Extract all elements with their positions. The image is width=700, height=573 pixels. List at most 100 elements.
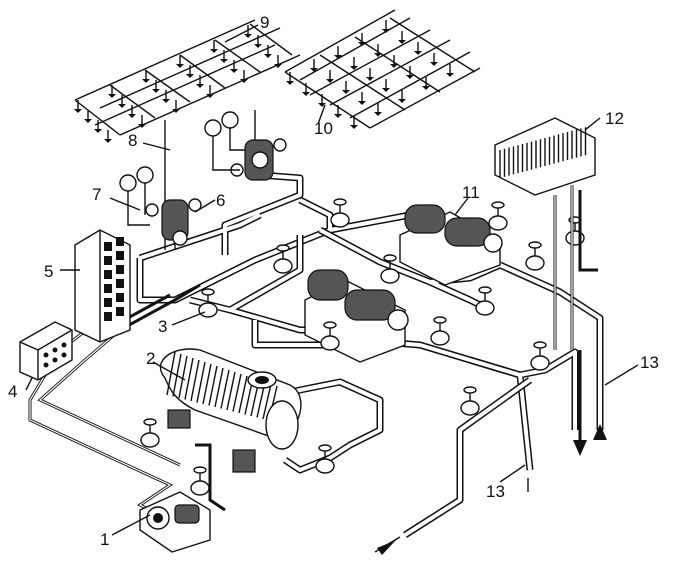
cabinet-cell [104, 270, 112, 279]
sprinkler-head-icon [374, 44, 382, 57]
gate-valve-icon [430, 316, 450, 346]
fire-pump-upper-11 [399, 204, 503, 286]
callout-13-right: 13 [640, 353, 659, 372]
sprinkler-head-icon [366, 68, 374, 81]
sprinkler-head-icon [108, 85, 116, 98]
gate-valve-icon [488, 201, 508, 231]
sprinkler-head-icon [240, 70, 248, 83]
gate-valve-icon [320, 321, 340, 351]
callout-3: 3 [158, 317, 167, 336]
sprinkler-head-icon [230, 60, 238, 73]
gate-valve-icon [315, 444, 335, 474]
tank-hatch-line [178, 355, 188, 399]
sprinkler-head-icon [128, 105, 136, 118]
sprinkler-head-icon [74, 100, 82, 113]
gate-valve-icon [525, 241, 545, 271]
sprinkler-head-icon [104, 130, 112, 143]
control-cabinet-5 [74, 229, 131, 343]
sprinkler-head-icon [206, 85, 214, 98]
callout-13-bottom: 13 [486, 482, 505, 501]
callout-11: 11 [462, 183, 480, 202]
sprinkler-head-icon [334, 105, 342, 118]
sprinkler-head-icon [350, 57, 358, 70]
cabinet-cell [104, 312, 112, 321]
cabinet-cell [116, 293, 124, 302]
tank-hatch-line [184, 357, 194, 400]
cabinet-cell [104, 284, 112, 293]
cabinet-cell [116, 251, 124, 260]
sprinkler-head-icon [334, 46, 342, 59]
sprinkler-head-icon [274, 55, 282, 68]
cabinet-cell [116, 279, 124, 288]
roof-water-tank-12 [494, 117, 598, 350]
tank-hatch-line [238, 375, 248, 414]
sprinkler-head-icon [382, 20, 390, 33]
sprinkler-head-icon [176, 55, 184, 68]
callout-5: 5 [44, 262, 53, 281]
sprinkler-head-icon [142, 70, 150, 83]
sprinkler-head-icon [138, 115, 146, 128]
cabinet-cell [116, 265, 124, 274]
control-box-4 [19, 321, 73, 381]
sprinkler-head-icon [302, 83, 310, 96]
sprinkler-head-icon [382, 79, 390, 92]
tank-hatch-line [226, 371, 236, 411]
sprinkler-head-icon [254, 35, 262, 48]
sprinkler-head-icon [398, 31, 406, 44]
tank-hatch-line [202, 363, 212, 405]
sprinkler-head-icon [286, 72, 294, 85]
callout-9: 9 [260, 13, 269, 32]
callout-7: 7 [92, 185, 101, 204]
sprinkler-network-left [74, 19, 301, 235]
sprinkler-head-icon [358, 92, 366, 105]
sprinkler-head-icon [414, 42, 422, 55]
sprinkler-head-icon [264, 45, 272, 58]
tank-hatch-line [232, 373, 242, 412]
tank-hatch-line [166, 351, 176, 396]
flow-arrows [374, 350, 607, 555]
cabinet-cell [104, 242, 112, 251]
callout-1: 1 [100, 530, 109, 549]
callout-4: 4 [8, 382, 17, 401]
sprinkler-head-icon [398, 90, 406, 103]
sprinkler-head-icon [162, 90, 170, 103]
sprinkler-head-icon [196, 75, 204, 88]
sprinkler-head-icon [350, 116, 358, 129]
gate-valve-icon [273, 244, 293, 274]
cabinet-cell [116, 307, 124, 316]
sprinkler-head-icon [422, 77, 430, 90]
gate-valve-icon [330, 198, 350, 228]
valves [140, 198, 585, 496]
gate-valve-icon [460, 386, 480, 416]
callout-6: 6 [216, 191, 225, 210]
callout-10: 10 [314, 119, 333, 138]
gate-valve-icon [530, 341, 550, 371]
callout-2: 2 [146, 349, 155, 368]
tank-hatch-line [208, 365, 218, 406]
sprinkler-head-icon [186, 65, 194, 78]
sprinkler-head-icon [326, 70, 334, 83]
callout-12: 12 [605, 109, 624, 128]
sprinkler-head-icon [406, 66, 414, 79]
sprinkler-head-icon [374, 103, 382, 116]
gate-valve-icon [380, 254, 400, 284]
tank-hatch-line [190, 359, 200, 402]
sprinkler-head-icon [172, 100, 180, 113]
sprinkler-head-icon [390, 55, 398, 68]
sprinkler-head-icon [342, 81, 350, 94]
sprinkler-head-icon [220, 50, 228, 63]
tank-hatch-line [220, 369, 230, 409]
cabinet-cell [104, 298, 112, 307]
gate-valve-icon [190, 466, 210, 496]
sprinkler-head-icon [318, 94, 326, 107]
pressure-tank-2 [159, 348, 302, 473]
tank-hatch-line [214, 367, 224, 408]
sprinkler-head-icon [152, 80, 160, 93]
sprinkler-head-icon [210, 40, 218, 53]
gate-valve-icon [475, 286, 495, 316]
gate-valve-icon [140, 418, 160, 448]
sprinkler-head-icon [84, 110, 92, 123]
sprinkler-head-icon [446, 64, 454, 77]
